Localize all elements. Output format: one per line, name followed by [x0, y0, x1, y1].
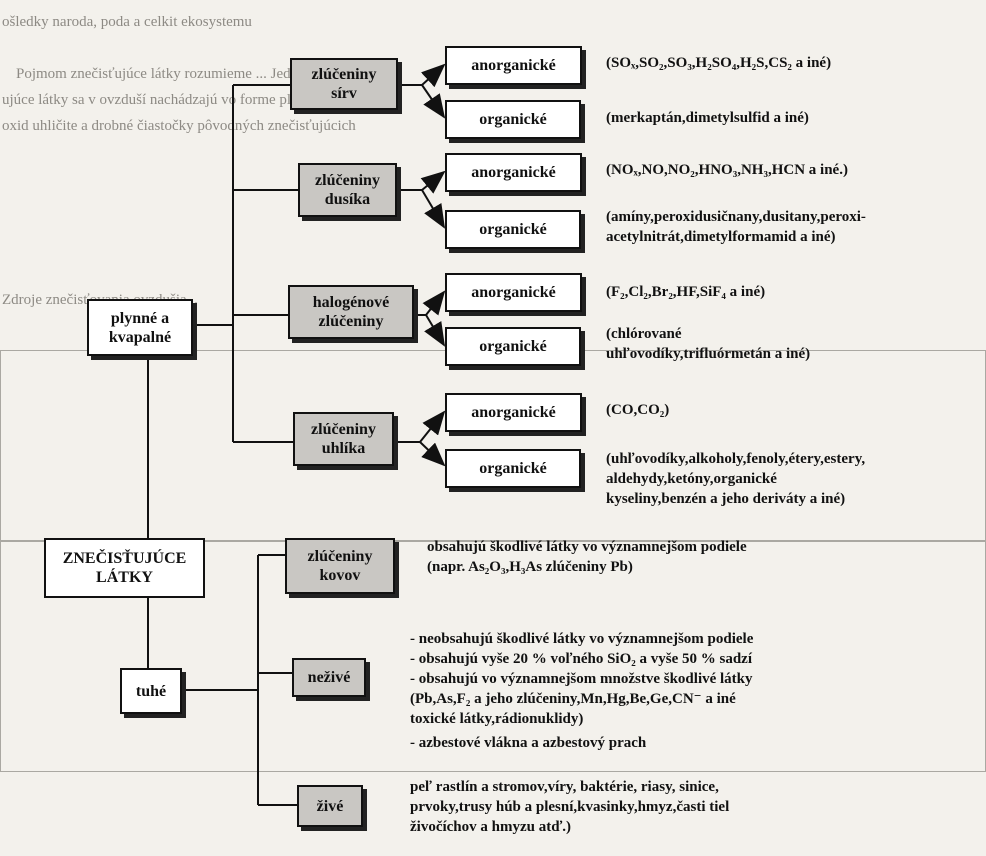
solid-box: tuhé [120, 668, 182, 714]
nonliving-label: neživé [307, 669, 351, 686]
nitrogen-organic-examples: acetylnitrát,dimetylformamid a iné) [606, 229, 836, 245]
nitrogen-inorganic-examples: (NOₓ,NO,NO₂,HNO₃,NH₃,HCN a iné.) [606, 162, 848, 178]
halogen-organic-examples: uhľovodíky,trifluórmetán a iné) [606, 346, 811, 362]
nonliving-description: - neobsahujú škodlivé látky vo významnej… [410, 631, 754, 647]
nitrogen-inorganic-box: anorganické [445, 153, 582, 192]
bg-text-line: ujúce látky sa v ovzduší nachádzajú vo f… [2, 92, 362, 108]
pollutants-box: ZNEČISŤUJÚCE LÁTKY [44, 538, 205, 598]
carbon-organic-box: organické [445, 449, 581, 488]
living-label: živé [316, 797, 344, 815]
organic-label: organické [479, 221, 547, 238]
metals-description: obsahujú škodlivé látky vo významnejšom … [427, 539, 747, 555]
bg-text-line: oxid uhličite a drobné čiastočky pôvodný… [2, 118, 356, 134]
inorganic-label: anorganické [471, 284, 556, 301]
metal-compounds-box: zlúčeniny kovov [285, 538, 395, 594]
gaseous-liquid-label: plynné a kvapalné [108, 309, 172, 346]
bg-text-line: ošledky naroda, poda a celkit ekosystemu [2, 14, 252, 30]
organic-label: organické [479, 338, 547, 355]
inorganic-label: anorganické [471, 57, 556, 74]
nonliving-description: - azbestové vlákna a azbestový prach [410, 735, 647, 751]
inorganic-label: anorganické [471, 404, 556, 421]
sulfur-compounds-box: zlúčeniny sírv [290, 58, 398, 110]
nitrogen-organic-box: organické [445, 210, 581, 249]
halogen-organic-examples: (chlórované [606, 326, 682, 342]
carbon-compounds-box: zlúčeniny uhlíka [293, 412, 394, 466]
nonliving-description: toxické látky,rádionuklidy) [410, 711, 584, 727]
nitrogen-compounds-label: zlúčeniny dusíka [315, 172, 380, 208]
sulfur-compounds-label: zlúčeniny sírv [311, 66, 377, 102]
halogen-organic-box: organické [445, 327, 581, 366]
carbon-organic-examples: (uhľovodíky,alkoholy,fenoly,étery,estery… [606, 451, 866, 467]
gaseous-liquid-box: plynné a kvapalné [87, 299, 193, 356]
nitrogen-compounds-box: zlúčeniny dusíka [298, 163, 397, 217]
carbon-organic-examples: kyseliny,benzén a jeho deriváty a iné) [606, 491, 846, 507]
organic-label: organické [479, 111, 547, 128]
carbon-inorganic-examples: (CO,CO₂) [606, 402, 670, 418]
halogen-inorganic-box: anorganické [445, 273, 582, 312]
living-box: živé [297, 785, 363, 827]
inorganic-label: anorganické [471, 164, 556, 181]
nitrogen-organic-examples: (amíny,peroxidusičnany,dusitany,peroxi- [606, 209, 866, 225]
solid-label: tuhé [135, 682, 167, 700]
metals-description: (napr. As₂O₃,H₃As zlúčeniny Pb) [427, 559, 633, 575]
organic-label: organické [479, 460, 547, 477]
carbon-organic-examples: aldehydy,ketóny,organické [606, 471, 777, 487]
sulfur-organic-box: organické [445, 100, 581, 139]
nonliving-box: neživé [292, 658, 366, 697]
sulfur-inorganic-examples: (SOₓ,SO₂,SO₃,H₂SO₄,H₂S,CS₂ a iné) [606, 55, 832, 71]
living-description: peľ rastlín a stromov,víry, baktérie, ri… [410, 779, 719, 795]
living-description: prvoky,trusy húb a plesní,kvasinky,hmyz,… [410, 799, 730, 815]
carbon-compounds-label: zlúčeniny uhlíka [311, 421, 376, 457]
bg-text-line: Pojmom znečisťujúce látky rozumieme ... … [16, 66, 379, 82]
halogen-compounds-label: halogénové zlúčeniny [312, 294, 390, 330]
pollutants-label: ZNEČISŤUJÚCE LÁTKY [62, 550, 187, 586]
sulfur-inorganic-box: anorganické [445, 46, 582, 85]
nonliving-description: - obsahujú vo významnejšom množstve škod… [410, 671, 753, 687]
metal-compounds-label: zlúčeniny kovov [307, 548, 373, 584]
sulfur-organic-examples: (merkaptán,dimetylsulfid a iné) [606, 110, 809, 126]
living-description: živočíchov a hmyzu atď.) [410, 819, 571, 835]
halogen-compounds-box: halogénové zlúčeniny [288, 285, 414, 339]
nonliving-description: (Pb,As,F₂ a jeho zlúčeniny,Mn,Hg,Be,Ge,C… [410, 691, 736, 707]
halogen-inorganic-examples: (F₂,Cl₂,Br₂,HF,SiF₄ a iné) [606, 284, 766, 300]
nonliving-description: - obsahujú vyše 20 % voľného SiO₂ a vyše… [410, 651, 752, 667]
carbon-inorganic-box: anorganické [445, 393, 582, 432]
